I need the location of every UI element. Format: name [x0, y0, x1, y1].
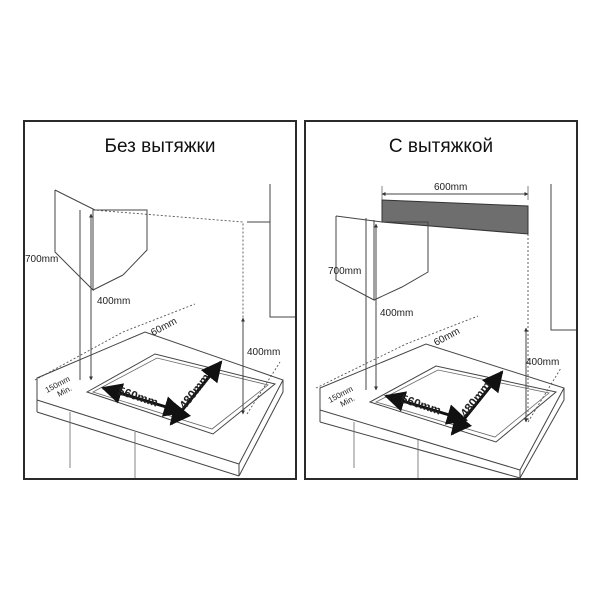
clearance-line: [315, 343, 407, 389]
label-400-right: 400mm: [247, 347, 280, 358]
arrow-480: [450, 370, 504, 436]
clearance-line: [405, 315, 479, 345]
arrow-560: [100, 383, 186, 417]
installation-diagram-without-hood: 700mm 400mm 400mm 60mm 150mm Min. 560mm …: [25, 184, 295, 478]
panel-title: Без вытяжки: [104, 136, 216, 157]
panel-with-hood: С вытяжкой 600mm: [304, 120, 578, 480]
label-400-vertical: 400mm: [97, 296, 130, 307]
panel-title: С вытяжкой: [388, 136, 494, 157]
label-700: 700mm: [25, 254, 58, 265]
label-480: 480mm: [457, 379, 494, 420]
hob-cutout: [85, 353, 277, 435]
label-700: 700mm: [328, 266, 361, 277]
label-60: 60mm: [149, 316, 179, 339]
installation-diagram-with-hood: 600mm: [315, 182, 576, 479]
clearance-line: [122, 303, 196, 333]
label-400-vertical: 400mm: [380, 308, 413, 319]
label-600: 600mm: [434, 182, 467, 193]
countertop: [36, 331, 284, 478]
label-400-right: 400mm: [526, 357, 559, 368]
clearance-line: [34, 331, 124, 381]
countertop: [319, 343, 565, 479]
wall-cabinet: [335, 215, 429, 301]
cooker-hood: [381, 199, 529, 235]
label-60: 60mm: [432, 326, 462, 349]
clearance-line: [527, 367, 562, 423]
clearance-line: [92, 209, 244, 414]
wall-cabinet: [54, 189, 148, 292]
side-wall: [247, 184, 295, 318]
panel-without-hood: Без вытяжки: [23, 120, 297, 480]
label-480: 480mm: [176, 371, 213, 412]
arrow-480: [169, 360, 223, 426]
side-wall: [550, 184, 576, 331]
